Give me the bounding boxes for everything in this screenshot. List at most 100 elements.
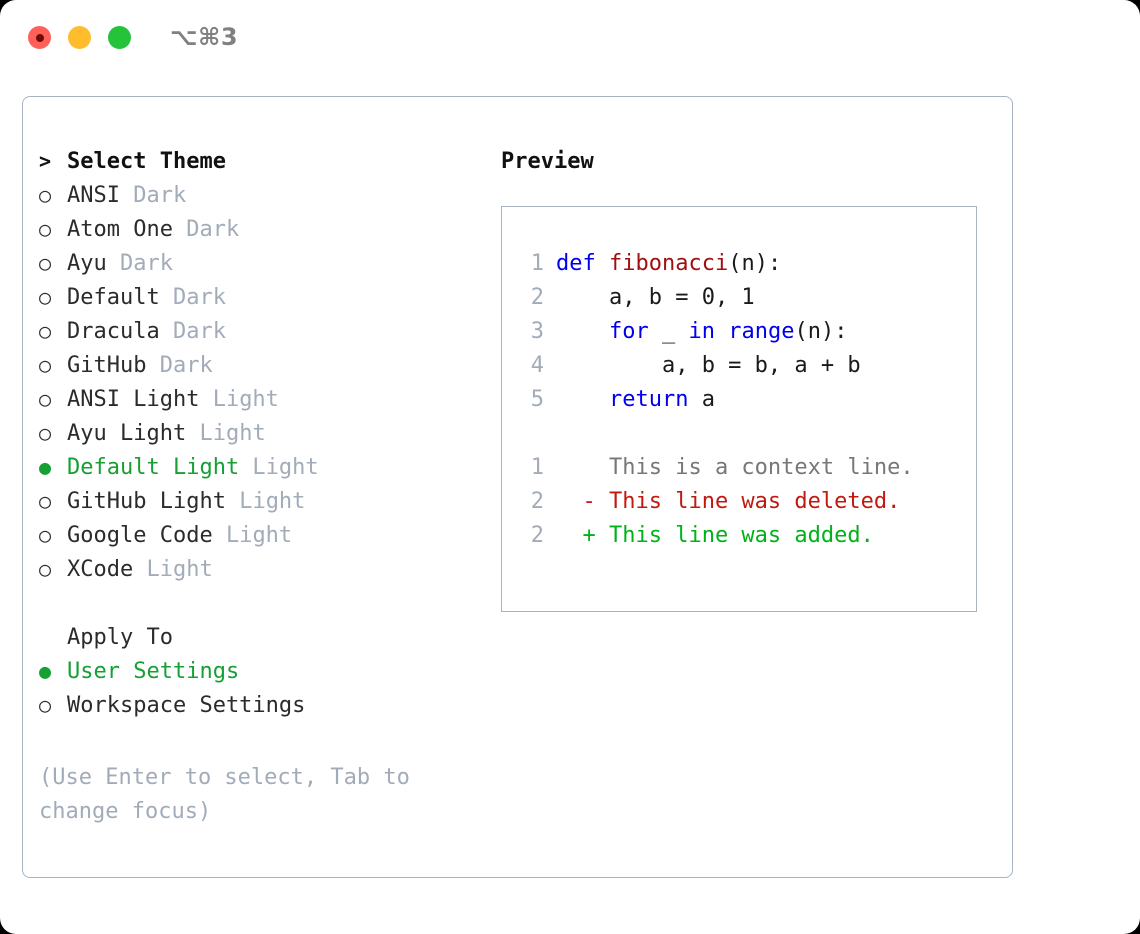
- apply-to-item[interactable]: ○ Workspace Settings: [39, 693, 479, 727]
- line-number: 1: [530, 455, 544, 480]
- apply-to-label: User Settings: [67, 659, 240, 684]
- radio-selected-icon[interactable]: ●: [39, 455, 52, 479]
- code-line: 2 a, b = 0, 1: [516, 285, 968, 319]
- theme-name: Atom One: [67, 217, 173, 242]
- radio-selected-icon[interactable]: ●: [39, 659, 52, 683]
- code-line: 4 a, b = b, a + b: [516, 353, 968, 387]
- theme-list-item[interactable]: ○ GitHub Dark: [39, 353, 479, 387]
- code-token: def: [556, 251, 609, 276]
- theme-list-item[interactable]: ○Ayu Light Light: [39, 421, 479, 455]
- keyboard-shortcut-label: ⌥⌘3: [170, 23, 239, 51]
- theme-name: ANSI: [67, 183, 120, 208]
- diff-line: 2 + This line was added.: [516, 523, 968, 557]
- radio-unselected-icon[interactable]: ○: [39, 353, 52, 377]
- radio-unselected-icon[interactable]: ○: [39, 285, 52, 309]
- diff-sample: 1 This is a context line.2 - This line w…: [516, 455, 968, 557]
- theme-category: Light: [239, 455, 319, 480]
- code-token: [556, 319, 609, 344]
- diff-marker: [556, 455, 609, 480]
- apply-to-label: Workspace Settings: [67, 693, 306, 718]
- theme-list-item[interactable]: ●Default Light Light: [39, 455, 479, 489]
- hint-spacer: [39, 727, 479, 761]
- traffic-lights: [28, 26, 131, 49]
- radio-unselected-icon[interactable]: ○: [39, 387, 52, 411]
- theme-category: Light: [225, 489, 306, 514]
- theme-list-item[interactable]: ○ ANSI Light Light: [39, 387, 479, 421]
- theme-list-item[interactable]: ○ Default Dark: [39, 285, 479, 319]
- radio-unselected-icon[interactable]: ○: [39, 217, 52, 241]
- theme-name: GitHub: [67, 353, 147, 378]
- theme-list-item[interactable]: ○ Google Code Light: [39, 523, 479, 557]
- apply-to-header: ○ Apply To: [39, 625, 479, 659]
- prompt-caret-icon: >: [39, 149, 52, 173]
- title-bar: ⌥⌘3: [0, 0, 1140, 76]
- theme-list-item[interactable]: ○ Atom One Dark: [39, 217, 479, 251]
- theme-category: Dark: [172, 217, 240, 242]
- apply-to-title: Apply To: [67, 625, 173, 650]
- theme-list-item[interactable]: ○ Ayu Dark: [39, 251, 479, 285]
- section-spacer: [39, 591, 479, 625]
- diff-marker: +: [556, 523, 609, 548]
- line-number: 2: [530, 523, 544, 548]
- theme-category: Light: [212, 523, 293, 548]
- radio-unselected-icon[interactable]: ○: [39, 183, 52, 207]
- minimize-button-icon[interactable]: [68, 26, 91, 49]
- apply-to-item[interactable]: ● User Settings: [39, 659, 479, 693]
- code-line: 3 for _ in range(n):: [516, 319, 968, 353]
- line-number: 1: [530, 251, 544, 276]
- theme-category: Dark: [159, 285, 226, 310]
- diff-line: 2 - This line was deleted.: [516, 489, 968, 523]
- theme-category: Dark: [146, 353, 213, 378]
- radio-unselected-icon[interactable]: ○: [39, 489, 52, 513]
- radio-unselected-icon[interactable]: ○: [39, 557, 52, 581]
- theme-name: Google Code: [67, 523, 213, 548]
- diff-text: This line was deleted.: [608, 489, 901, 514]
- radio-unselected-icon[interactable]: ○: [39, 421, 52, 445]
- theme-list-item[interactable]: ○ ANSI Dark: [39, 183, 479, 217]
- theme-picker-column: > Select Theme ○ANSI Dark○Atom One Dark○…: [39, 149, 479, 829]
- theme-name: Dracula: [67, 319, 160, 344]
- radio-unselected-icon[interactable]: ○: [39, 693, 52, 717]
- theme-category: Dark: [119, 183, 187, 208]
- theme-picker-header: > Select Theme: [39, 149, 479, 183]
- theme-list-item[interactable]: ○XCode Light: [39, 557, 479, 591]
- radio-unselected-icon[interactable]: ○: [39, 523, 52, 547]
- code-token: return: [608, 387, 689, 412]
- theme-list-item[interactable]: ○GitHub Light Light: [39, 489, 479, 523]
- theme-name: Ayu: [67, 251, 107, 276]
- keyboard-hint-text: (Use Enter to select, Tab to change focu…: [39, 765, 410, 824]
- theme-name: ANSI Light: [67, 387, 200, 412]
- theme-list-item[interactable]: ○ Dracula Dark: [39, 319, 479, 353]
- line-number: 4: [530, 353, 544, 378]
- line-number: 5: [530, 387, 544, 412]
- code-token: for: [608, 319, 649, 344]
- theme-name: Default: [67, 285, 160, 310]
- theme-picker-title: Select Theme: [67, 149, 226, 174]
- apply-to-list: ● User Settings ○ Workspace Settings: [39, 659, 479, 727]
- dialog-panel: > Select Theme ○ANSI Dark○Atom One Dark○…: [22, 96, 1013, 878]
- line-number: 2: [530, 285, 544, 310]
- close-button-icon[interactable]: [28, 26, 51, 49]
- radio-unselected-icon[interactable]: ○: [39, 251, 52, 275]
- code-line: 1 def fibonacci(n):: [516, 251, 968, 285]
- theme-name: Ayu Light: [67, 421, 187, 446]
- code-token: (n):: [728, 251, 782, 276]
- zoom-button-icon[interactable]: [108, 26, 131, 49]
- line-number: 3: [530, 319, 544, 344]
- preview-title: Preview: [501, 149, 594, 174]
- theme-list: ○ ANSI Dark ○ Atom One Dark ○ Ayu Dark ○ Defaul…: [39, 183, 479, 591]
- theme-category: Dark: [106, 251, 173, 276]
- diff-text: This line was added.: [608, 523, 874, 548]
- code-token: (n):: [794, 319, 848, 344]
- code-token: [556, 387, 609, 412]
- theme-category: Light: [133, 557, 213, 582]
- theme-category: Light: [199, 387, 279, 412]
- code-token: a, b = 0, 1: [556, 285, 755, 310]
- code-token: fibonacci: [608, 251, 729, 276]
- theme-category: Dark: [159, 319, 226, 344]
- radio-unselected-icon[interactable]: ○: [39, 319, 52, 343]
